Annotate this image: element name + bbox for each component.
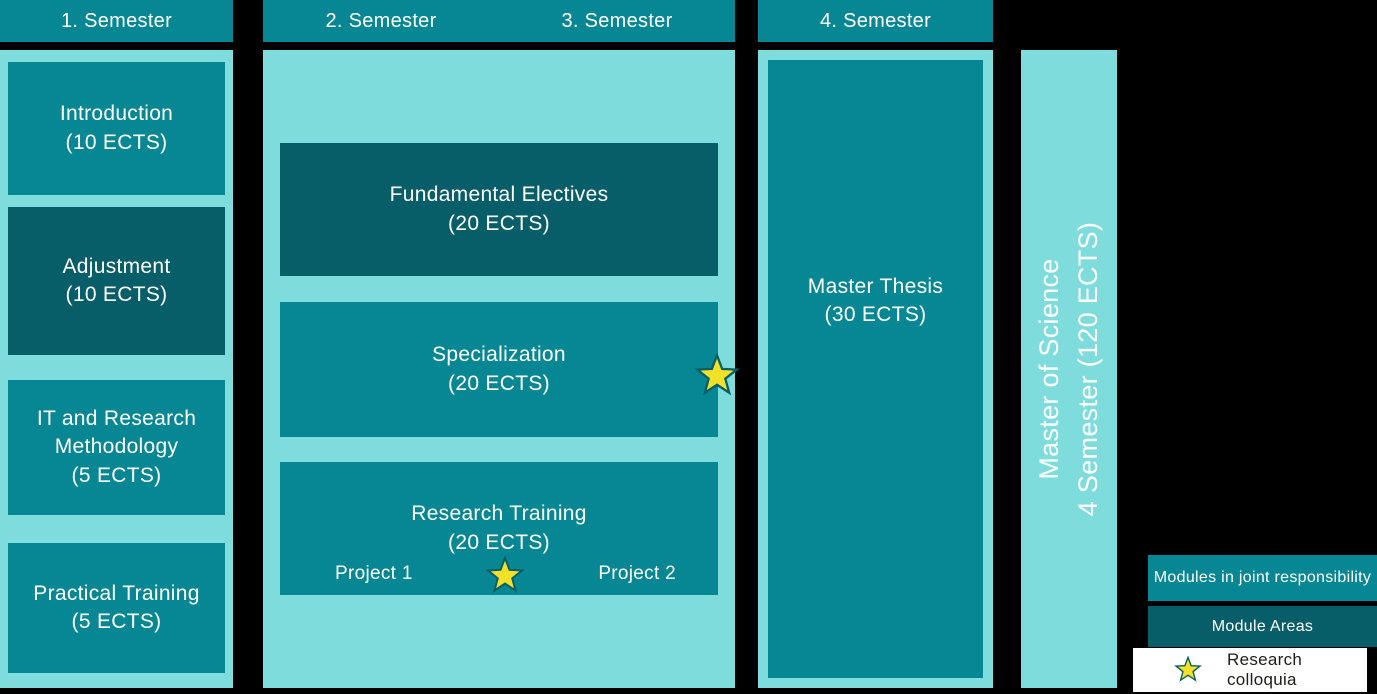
legend-label: Modules in joint responsibility bbox=[1153, 569, 1372, 586]
module-ects: (20 ECTS) bbox=[448, 530, 550, 554]
legend-label: Module Areas bbox=[1211, 617, 1314, 635]
module-ects: (20 ECTS) bbox=[448, 211, 550, 235]
module-practical-training: Practical Training (5 ECTS) bbox=[8, 543, 225, 673]
semester-1-header: 1. Semester bbox=[0, 0, 233, 42]
module-title: Adjustment bbox=[62, 254, 171, 278]
research-colloquia-star-icon bbox=[485, 556, 525, 596]
degree-summary-text: Master of Science 4 Semester (120 ECTS) bbox=[1030, 222, 1108, 516]
semester-4-column: Master Thesis (30 ECTS) bbox=[758, 50, 993, 688]
master-thesis-text: Master Thesis (30 ECTS) bbox=[768, 273, 983, 330]
legend-research-colloquia: Research colloquia bbox=[1133, 648, 1367, 692]
semester-1-column: Introduction (10 ECTS) Adjustment (10 EC… bbox=[0, 50, 233, 688]
module-ects: (20 ECTS) bbox=[448, 371, 550, 395]
semester-4-label: 4. Semester bbox=[819, 9, 932, 32]
degree-summary-bar: Master of Science 4 Semester (120 ECTS) bbox=[1021, 50, 1117, 688]
module-ects: (30 ECTS) bbox=[824, 303, 927, 327]
legend-modules-joint-responsibility: Modules in joint responsibility bbox=[1148, 555, 1377, 601]
research-colloquia-star-icon bbox=[1174, 656, 1202, 684]
module-fundamental-electives: Fundamental Electives (20 ECTS) bbox=[280, 143, 718, 276]
semester-2-label: 2. Semester bbox=[325, 9, 437, 32]
project-1-label: Project 1 bbox=[335, 563, 413, 585]
semester-2-3-header: 2. Semester 3. Semester bbox=[263, 0, 735, 42]
legend-label: Research colloquia bbox=[1227, 650, 1303, 689]
degree-line-2: 4 Semester (120 ECTS) bbox=[1073, 221, 1103, 517]
module-it-research-methodology: IT and Research Methodology (5 ECTS) bbox=[8, 380, 225, 515]
module-title: Specialization bbox=[432, 343, 566, 367]
module-title: IT and Research Methodology bbox=[36, 406, 197, 459]
module-ects: (5 ECTS) bbox=[71, 463, 162, 487]
module-introduction: Introduction (10 ECTS) bbox=[8, 62, 225, 195]
semester-1-label: 1. Semester bbox=[60, 9, 173, 32]
module-adjustment: Adjustment (10 ECTS) bbox=[8, 207, 225, 355]
module-title: Introduction bbox=[59, 102, 174, 126]
degree-line-1: Master of Science bbox=[1033, 258, 1064, 480]
module-specialization: Specialization (20 ECTS) bbox=[280, 302, 718, 437]
module-ects: (10 ECTS) bbox=[65, 130, 168, 154]
semester-3-label: 3. Semester bbox=[561, 9, 673, 32]
module-ects: (5 ECTS) bbox=[71, 610, 162, 633]
module-title: Master Thesis bbox=[807, 275, 944, 298]
project-2-label: Project 2 bbox=[598, 563, 676, 585]
module-ects: (10 ECTS) bbox=[65, 283, 168, 306]
research-colloquia-star-icon bbox=[694, 353, 740, 399]
module-title: Practical Training bbox=[33, 581, 200, 605]
module-title: Fundamental Electives bbox=[389, 183, 609, 207]
semester-4-header: 4. Semester bbox=[758, 0, 993, 42]
module-title: Research Training bbox=[411, 502, 587, 526]
legend-module-areas: Module Areas bbox=[1148, 606, 1377, 647]
module-master-thesis: Master Thesis (30 ECTS) bbox=[768, 60, 983, 678]
